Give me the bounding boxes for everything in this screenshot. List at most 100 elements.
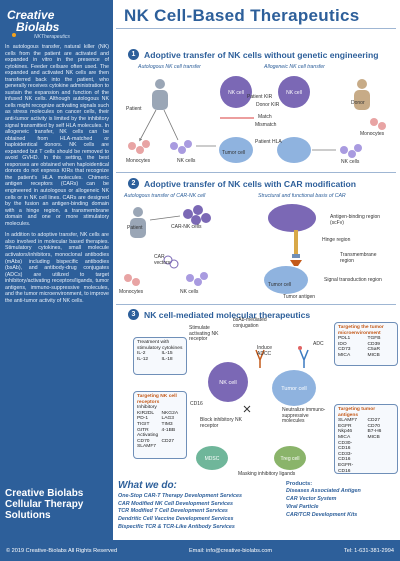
micro-title: Targeting the tumor microenvironment — [338, 325, 384, 336]
s2-car-vectors: CAR vectors — [154, 254, 171, 266]
antigen-item — [368, 452, 395, 463]
antigens-title: Targeting tumor antigens — [338, 407, 376, 418]
block-x-icon — [243, 405, 251, 413]
what-we-do: What we do: One-Stop CAR-T Therapy Devel… — [116, 479, 398, 540]
footer-email[interactable]: Email: info@creative-biolabs.com — [188, 547, 273, 554]
s2-car-nk-cells: CAR-NK cells — [171, 224, 202, 230]
sidebar-paragraph-2: In addition to adoptive transfer, NK cel… — [5, 232, 109, 304]
products-list: Products: Diseases Associated Antigen CA… — [286, 481, 398, 519]
product-link[interactable]: CAR Vector System — [286, 496, 337, 503]
car-nk-cell-icon — [268, 204, 316, 232]
brand-title: Creative Biolabs Cellular Therapy Soluti… — [5, 488, 109, 521]
s1-donor-kir: Donor KIR — [256, 102, 280, 108]
svg-text:MDSC: MDSC — [205, 456, 220, 462]
microenvironment-box: Targeting the tumor microenvironment PDL… — [334, 322, 398, 366]
s1-nk-cells-left: NK cells — [177, 158, 196, 164]
section-1-header: 1 Adoptive transfer of NK cells without … — [128, 48, 378, 61]
micro-item: C5aR — [367, 347, 381, 353]
section-2-sub-struct: Structural and functional basis of CAR — [258, 193, 346, 199]
product-link[interactable]: Viral Particle — [286, 503, 319, 510]
section-divider — [116, 172, 396, 173]
products-title: Products: — [286, 481, 313, 487]
antigen-item: B7-H6 — [367, 429, 382, 435]
product-link[interactable]: CAR/TCR Development Kits — [286, 511, 358, 518]
cytokine-item: IL-2 — [137, 351, 146, 357]
tumor-cell-icon: Tumor cell — [272, 370, 316, 406]
cytokine-item: IL-18 — [161, 356, 173, 362]
s1-donor-label: Donor — [351, 100, 365, 106]
stim-cytokines-list: IL-2 IL-15 IL-12 IL-18 — [137, 351, 183, 362]
receptor-item: CD70 — [137, 438, 150, 444]
sidebar-paragraph-1: In autologous transfer, natural killer (… — [5, 44, 109, 227]
logo-graphic: Creative Biolabs NKTherapeutics — [7, 8, 70, 40]
service-link[interactable]: CAR Modified NK Cell Development Service… — [118, 500, 234, 507]
receptor-item: CD27 — [161, 438, 175, 444]
logo-line2: Biolabs — [16, 20, 60, 34]
cytokine-item: IL-15 — [161, 351, 173, 357]
s1-monocytes-left: Monocytes — [126, 158, 151, 164]
s3-mask: Masking inhibitory ligands — [238, 471, 296, 477]
service-link[interactable]: Dendritic Cell Vaccine Development Servi… — [118, 516, 234, 523]
inhibitory-list: KIR2DL NKG2A PD-1 LAG3 TIGIT TIM3 GITR 4… — [137, 411, 183, 433]
s3-bsab: bsAb-mediated conjugation — [233, 317, 267, 329]
s3-cd16: CD16 — [190, 401, 203, 407]
tumor-antigens-box: Targeting tumor antigens SLAMF7 CD27 EGF… — [334, 404, 398, 474]
s2-antigen-binding: Antigen-binding region (scFv) — [330, 214, 381, 226]
section-3-number: 3 — [128, 309, 139, 320]
micro-item: CD39 — [367, 341, 381, 347]
services-list: One-Stop CAR-T Therapy Development Servi… — [118, 493, 278, 532]
section-3-title: NK cell-mediated molecular therapeutics — [144, 309, 311, 320]
car-nk-cells-icon — [183, 205, 211, 225]
section-2-title: Adoptive transfer of NK cells with CAR m… — [144, 178, 356, 189]
s2-signal: Signal transduction region — [324, 277, 382, 283]
antigen-item: SLAMF7 — [338, 418, 358, 424]
antigen-item: Nkp46 — [338, 429, 353, 435]
sidebar: Creative Biolabs NKTherapeutics In autol… — [0, 0, 113, 540]
svg-text:NK cell: NK cell — [219, 380, 236, 386]
arrow-icon — [163, 109, 179, 141]
s3-block: Block inhibitory NK receptor — [200, 417, 242, 429]
monocytes-icon — [370, 118, 386, 130]
adc-icon — [298, 346, 309, 368]
footer-copyright: © 2019 Creative-Biolabs All Rights Reser… — [6, 547, 118, 554]
mdsc-icon: MDSC — [196, 446, 228, 470]
section-1-diagram: NK cell NK cell — [128, 76, 386, 163]
donor-icon — [354, 79, 370, 110]
receptor-item: KIR2DL — [137, 410, 155, 416]
antigen-item: CD30-CD16 — [338, 440, 353, 452]
svg-text:Tumor cell: Tumor cell — [281, 386, 306, 392]
brand-line-2: Cellular Therapy — [5, 499, 84, 510]
section-1-sub-allo: Allogeneic NK cell transfer — [264, 64, 325, 70]
patient-icon — [152, 79, 168, 110]
antigen-item: CD33-CD16 — [338, 451, 353, 463]
page-title: NK Cell-Based Therapeutics — [124, 6, 360, 25]
treg-cell-icon: Treg cell — [274, 446, 306, 470]
product-link[interactable]: Diseases Associated Antigen — [286, 488, 361, 495]
service-link[interactable]: TCR Modified T Cell Development Services — [118, 508, 228, 515]
brand-line-3: Solutions — [5, 510, 51, 521]
micro-list: PDL1 TGFB IDO CD39 CD73 C5aR MICA MICB — [338, 336, 394, 358]
receptor-item: GITR — [137, 427, 149, 433]
svg-text:NK cell: NK cell — [286, 90, 302, 96]
nk-cell-icon: NK cell — [220, 76, 252, 108]
section-1-sub-auto: Autologous NK cell transfer — [138, 64, 201, 70]
patient-icon — [130, 207, 146, 238]
receptor-item: SLAMF7 — [137, 444, 157, 450]
sidebar-description: In autologous transfer, natural killer (… — [5, 44, 109, 309]
micro-item: IDO — [338, 341, 347, 347]
receptor-item: 4-1BB — [161, 427, 176, 433]
service-link[interactable]: One-Stop CAR-T Therapy Development Servi… — [118, 493, 243, 499]
receptor-item — [162, 444, 184, 450]
section-2-number: 2 — [128, 178, 139, 189]
section-1-number: 1 — [128, 49, 139, 60]
section-1-title: Adoptive transfer of NK cells without ge… — [144, 49, 379, 60]
inhibitory-label: Inhibitory — [137, 405, 157, 411]
nk-cell-icon: NK cell — [208, 362, 248, 402]
micro-item: MICA — [338, 352, 351, 358]
service-link[interactable]: Bispecific TCR & TCR-Like Antibody Servi… — [118, 523, 235, 530]
receptor-item: NKG2A — [161, 410, 179, 416]
s1-patient-label: Patient — [126, 106, 142, 112]
s2-patient: Patient — [127, 225, 143, 231]
s1-monocytes-right: Monocytes — [360, 131, 385, 137]
section-2-diagram — [124, 204, 316, 294]
